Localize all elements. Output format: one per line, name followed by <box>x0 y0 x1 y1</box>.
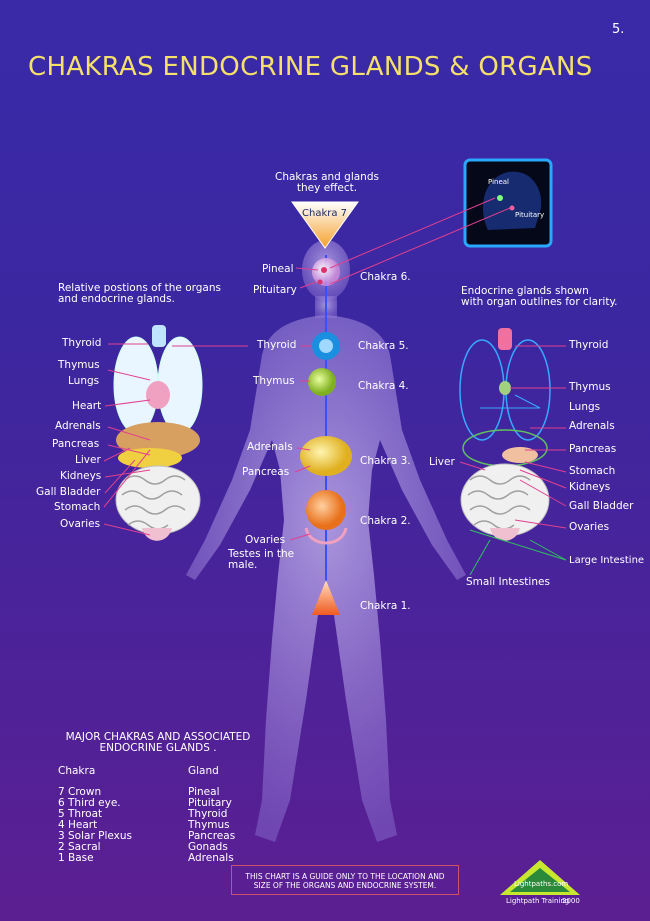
right-label-small-intestines: Small Intestines <box>466 577 550 588</box>
chakra2-symbol <box>306 490 346 530</box>
right-label-thyroid: Thyroid <box>569 340 608 351</box>
logo-tag: Lightpath Training <box>506 897 569 905</box>
left-label-lungs: Lungs <box>68 376 99 387</box>
right-label-pancreas: Pancreas <box>569 444 616 455</box>
left-label-thymus: Thymus <box>58 360 100 371</box>
right-label-ovaries: Ovaries <box>569 522 609 533</box>
right-label-thymus: Thymus <box>569 382 611 393</box>
gland-label-pancreas: Pancreas <box>242 467 289 478</box>
left-label-adrenals: Adrenals <box>55 421 101 432</box>
left-label-pancreas: Pancreas <box>52 439 99 450</box>
page-number: 5. <box>612 22 624 37</box>
chakra-label-5: Chakra 5. <box>358 341 409 352</box>
table-gland-column: Pineal Pituitary Thyroid Thymus Pancreas… <box>188 787 235 864</box>
disclaimer: THIS CHART IS A GUIDE ONLY TO THE LOCATI… <box>231 865 459 895</box>
chakra3-symbol <box>300 436 352 476</box>
gland-label-testes: Testes in the male. <box>228 549 294 571</box>
page-title: CHAKRAS ENDOCRINE GLANDS & ORGANS <box>28 52 593 82</box>
right-label-lungs: Lungs <box>569 402 600 413</box>
gland-label-pineal: Pineal <box>262 264 294 275</box>
right-organ-diagram <box>460 328 550 541</box>
right-label-liver: Liver <box>429 457 455 468</box>
gland-label-pituitary: Pituitary <box>253 285 297 296</box>
head-inset <box>465 160 551 246</box>
gland-label-thyroid: Thyroid <box>257 340 296 351</box>
chakra-label-1: Chakra 1. <box>360 601 411 612</box>
gland-label-ovaries: Ovaries <box>245 535 285 546</box>
right-label-adrenals: Adrenals <box>569 421 615 432</box>
table-col-chakra-header: Chakra <box>58 766 95 777</box>
left-label-kidneys: Kidneys <box>60 471 101 482</box>
chakra-label-6: Chakra 6. <box>360 272 411 283</box>
table-heading: MAJOR CHAKRAS AND ASSOCIATED ENDOCRINE G… <box>58 732 258 754</box>
inset-pituitary-label: Pituitary <box>515 210 544 221</box>
left-label-heart: Heart <box>72 401 101 412</box>
inset-pineal-label: Pineal <box>488 177 509 188</box>
table-row: 1 Base <box>58 853 132 864</box>
table-row: Adrenals <box>188 853 235 864</box>
chakra-label-2: Chakra 2. <box>360 516 411 527</box>
center-caption: Chakras and glands they effect. <box>272 172 382 194</box>
right-label-kidneys: Kidneys <box>569 482 610 493</box>
gland-label-adrenals: Adrenals <box>247 442 293 453</box>
left-label-liver: Liver <box>75 455 101 466</box>
right-label-stomach: Stomach <box>569 466 615 477</box>
chakra-label-3: Chakra 3. <box>360 456 411 467</box>
gland-label-thymus: Thymus <box>253 376 295 387</box>
right-label-large-intestine: Large Intestine <box>569 555 644 566</box>
left-caption: Relative postions of the organs and endo… <box>58 283 221 305</box>
right-label-gall-bladder: Gall Bladder <box>569 501 633 512</box>
chakra4-symbol <box>308 368 336 396</box>
right-caption: Endocrine glands shown with organ outlin… <box>461 286 618 308</box>
table-col-gland-header: Gland <box>188 766 219 777</box>
left-label-ovaries: Ovaries <box>60 519 100 530</box>
chakra-label-7: Chakra 7 <box>302 208 347 219</box>
logo-year: 2000 <box>562 897 580 905</box>
logo-site: Lightpaths.com <box>514 880 568 888</box>
lightpaths-logo <box>500 860 580 895</box>
left-label-gall-bladder: Gall Bladder <box>36 487 100 498</box>
chakra-label-4: Chakra 4. <box>358 381 409 392</box>
table-chakra-column: 7 Crown 6 Third eye. 5 Throat 4 Heart 3 … <box>58 787 132 864</box>
left-label-stomach: Stomach <box>54 502 100 513</box>
left-label-thyroid: Thyroid <box>62 338 101 349</box>
